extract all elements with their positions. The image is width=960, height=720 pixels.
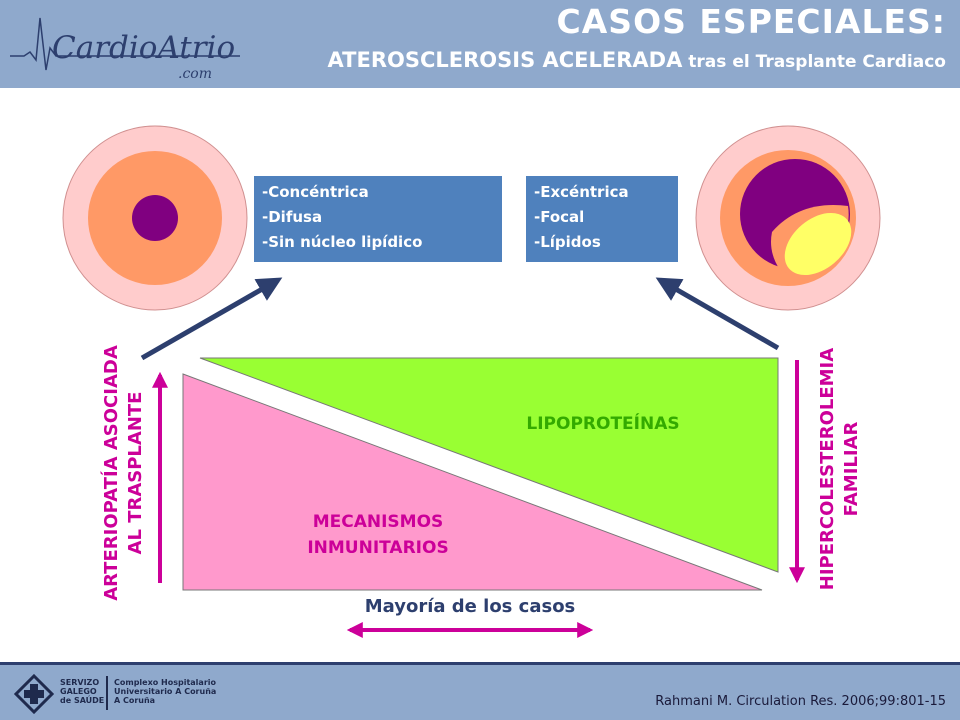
box-line: -Concéntrica <box>262 183 369 201</box>
logo-suffix: .com <box>178 66 212 82</box>
side-label-line: HIPERCOLESTEROLEMIA <box>817 347 838 591</box>
footer-divider <box>0 662 960 665</box>
subtitle-rest: tras el Trasplante Cardiaco <box>682 52 946 72</box>
org-line: de SAÚDE <box>60 696 105 705</box>
side-label-line: ARTERIOPATÍA ASOCIADA <box>101 345 122 601</box>
lipoproteins-region <box>199 357 779 573</box>
lipoproteins-label: LIPOPROTEÍNAS <box>526 414 680 434</box>
box-line: -Sin núcleo lipídico <box>262 233 423 251</box>
sergas-org-name: SERVIZO GALEGO de SAÚDE <box>60 678 104 705</box>
box-line: -Excéntrica <box>534 183 629 201</box>
box-line: -Lípidos <box>534 233 601 251</box>
footer-bar <box>0 662 960 720</box>
logo-name: CardioAtrio <box>52 30 236 66</box>
concentric-artery-icon <box>62 125 248 311</box>
page-subtitle: ATEROSCLEROSIS ACELERADA tras el Traspla… <box>328 48 946 72</box>
box-line: -Focal <box>534 208 585 226</box>
cardioatrio-logo <box>10 8 240 88</box>
ecg-line-icon <box>10 17 240 71</box>
org-line: Universitario A Coruña <box>114 687 217 696</box>
org-line: SERVIZO <box>60 678 100 687</box>
immune-label-line1: MECANISMOS <box>312 512 444 532</box>
sergas-logo: SERVIZO GALEGO de SAÚDE Complexo Hospita… <box>14 672 234 714</box>
side-label-line: AL TRASPLANTE <box>125 391 146 555</box>
eccentric-artery-icon <box>695 125 881 311</box>
org-line: Complexo Hospitalario <box>114 678 217 687</box>
immune-label-line2: INMUNITARIOS <box>307 538 449 558</box>
page-title: CASOS ESPECIALES: <box>556 2 946 41</box>
arrow-to-eccentric-box <box>655 277 780 351</box>
box-line: -Difusa <box>262 208 323 226</box>
citation: Rahmani M. Circulation Res. 2006;99:801-… <box>655 694 946 709</box>
immune-mechanisms-region <box>182 373 763 591</box>
org-divider <box>106 676 108 710</box>
hospital-name: Complexo Hospitalario Universitario A Co… <box>114 678 216 705</box>
org-line: A Coruña <box>114 696 156 705</box>
subtitle-main: ATEROSCLEROSIS ACELERADA <box>327 48 683 72</box>
majority-of-cases-label: Mayoría de los casos <box>364 596 576 617</box>
header-bar <box>0 0 960 88</box>
familial-hypercholesterolemia-label: HIPERCOLESTEROLEMIA FAMILIAR <box>816 319 864 619</box>
org-line: GALEGO <box>60 687 97 696</box>
side-label-line: FAMILIAR <box>841 421 862 517</box>
arrow-to-concentric-box <box>140 277 283 361</box>
sergas-cross-icon <box>14 674 54 714</box>
eccentric-features-box: -Excéntrica -Focal -Lípidos <box>526 176 678 262</box>
concentric-features-box: -Concéntrica -Difusa -Sin núcleo lipídic… <box>254 176 502 262</box>
transplant-arteriopathy-label: ARTERIOPATÍA ASOCIADA AL TRASPLANTE <box>100 323 148 623</box>
